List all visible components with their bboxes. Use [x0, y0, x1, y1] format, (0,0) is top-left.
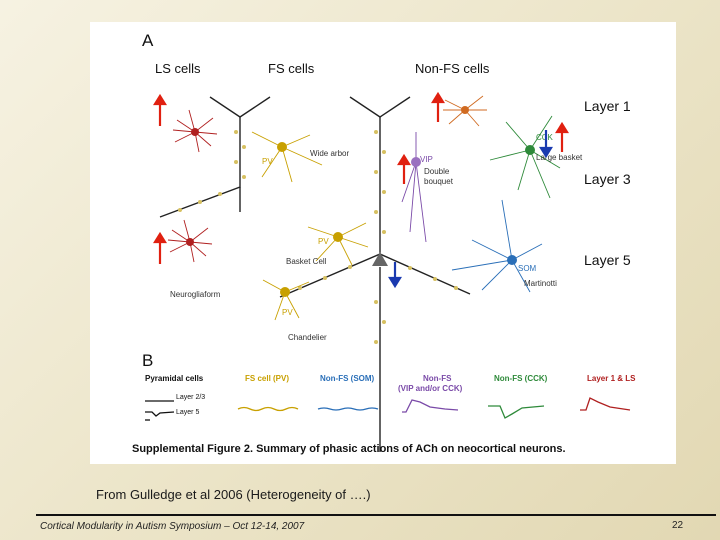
- fs-soma-chandelier: [280, 287, 290, 297]
- label-basket-cell: Basket Cell: [286, 257, 327, 266]
- label-pv-3: PV: [282, 308, 293, 317]
- spine-dots: [178, 130, 458, 344]
- non-fs-orange-cell: [443, 95, 487, 127]
- arrow-up-ls-top-head: [153, 93, 167, 106]
- pyramidal-neuron-left: [159, 96, 271, 218]
- label-vip: VIP: [420, 155, 433, 164]
- pyramidal-soma: [372, 252, 388, 266]
- trace-header-cck: Non-FS (CCK): [494, 374, 548, 383]
- trace-sublabel-layer5: Layer 5: [176, 409, 199, 416]
- arrow-down-cck-head: [539, 146, 553, 159]
- trace-header-l1-ls: Layer 1 & LS: [587, 374, 636, 383]
- trace-sublabel-layer23: Layer 2/3: [176, 394, 205, 401]
- label-chandelier: Chandelier: [288, 333, 327, 342]
- page-number: 22: [672, 520, 684, 531]
- arrow-up-cck-head: [555, 121, 569, 134]
- non-fs-vip-cell: [401, 132, 427, 243]
- label-martinotti: Martinotti: [524, 279, 557, 288]
- figure-svg: A B LS cells FS cells Non-FS cells Layer…: [132, 31, 636, 455]
- label-wide-arbor: Wide arbor: [310, 149, 349, 158]
- header-fs-cells: FS cells: [268, 61, 315, 76]
- arrow-up-ls-bottom-head: [153, 231, 167, 244]
- ls-soma-top: [191, 128, 199, 136]
- footer-divider: [36, 514, 716, 516]
- label-pv-1: PV: [262, 157, 273, 166]
- trace-pyramidal-l5: [145, 411, 175, 417]
- fs-soma-basket: [333, 232, 343, 242]
- ls-cell-top: [172, 109, 218, 153]
- traces: [145, 397, 631, 421]
- figure-image: A B LS cells FS cells Non-FS cells Layer…: [90, 22, 676, 464]
- non-fs-orange-soma: [461, 106, 469, 114]
- fs-cell-chandelier: [262, 279, 310, 321]
- non-fs-cck-cell: [489, 115, 561, 199]
- arrow-up-non-fs-l1-head: [431, 91, 445, 104]
- trace-header-som: Non-FS (SOM): [320, 374, 375, 383]
- trace-non-fs-vip: [402, 399, 459, 413]
- trace-header-non-fs: Non-FS: [423, 374, 452, 383]
- panel-b-label: B: [142, 351, 153, 370]
- label-cck: CCK: [536, 133, 554, 142]
- arrow-up-vip-head: [397, 153, 411, 166]
- header-ls-cells: LS cells: [155, 61, 201, 76]
- fs-soma-wide-arbor: [277, 142, 287, 152]
- ls-soma-bottom: [186, 238, 194, 246]
- label-som: SOM: [518, 264, 537, 273]
- label-large-basket: Large basket: [536, 153, 583, 162]
- trace-header-non-fs-sub: (VIP and/or CCK): [398, 384, 463, 393]
- non-fs-som-cell: [451, 199, 543, 293]
- panel-a-label: A: [142, 31, 154, 50]
- trace-cck: [488, 405, 545, 419]
- header-non-fs-cells: Non-FS cells: [415, 61, 490, 76]
- arrow-down-pyramidal-head: [388, 276, 402, 289]
- label-pv-2: PV: [318, 237, 329, 246]
- non-fs-cck-soma: [525, 145, 535, 155]
- pyramidal-neuron-center: [279, 96, 471, 452]
- label-neurogliaform: Neurogliaform: [170, 290, 221, 299]
- slide-caption: From Gulledge et al 2006 (Heterogeneity …: [96, 487, 371, 502]
- supplemental-caption: Supplemental Figure 2. Summary of phasic…: [132, 443, 566, 455]
- layer-1-label: Layer 1: [584, 98, 631, 114]
- layer-5-label: Layer 5: [584, 252, 631, 268]
- layer-3-label: Layer 3: [584, 171, 631, 187]
- label-double: Double: [424, 167, 450, 176]
- footer-event-text: Cortical Modularity in Autism Symposium …: [40, 521, 305, 532]
- trace-som: [317, 407, 379, 411]
- non-fs-som-soma: [507, 255, 517, 265]
- ach-arrows: [153, 91, 569, 289]
- label-bouquet: bouquet: [424, 177, 454, 186]
- trace-headers: Pyramidal cells FS cell (PV) Non-FS (SOM…: [145, 374, 636, 393]
- ls-cell-bottom: [167, 219, 213, 263]
- trace-l1-ls: [580, 397, 631, 411]
- trace-header-fs: FS cell (PV): [245, 374, 289, 383]
- fs-cell-basket: [307, 222, 369, 266]
- fs-cell-wide-arbor: [251, 131, 323, 183]
- trace-header-pyramidal: Pyramidal cells: [145, 374, 204, 383]
- non-fs-vip-soma: [411, 157, 421, 167]
- trace-fs: [237, 406, 299, 412]
